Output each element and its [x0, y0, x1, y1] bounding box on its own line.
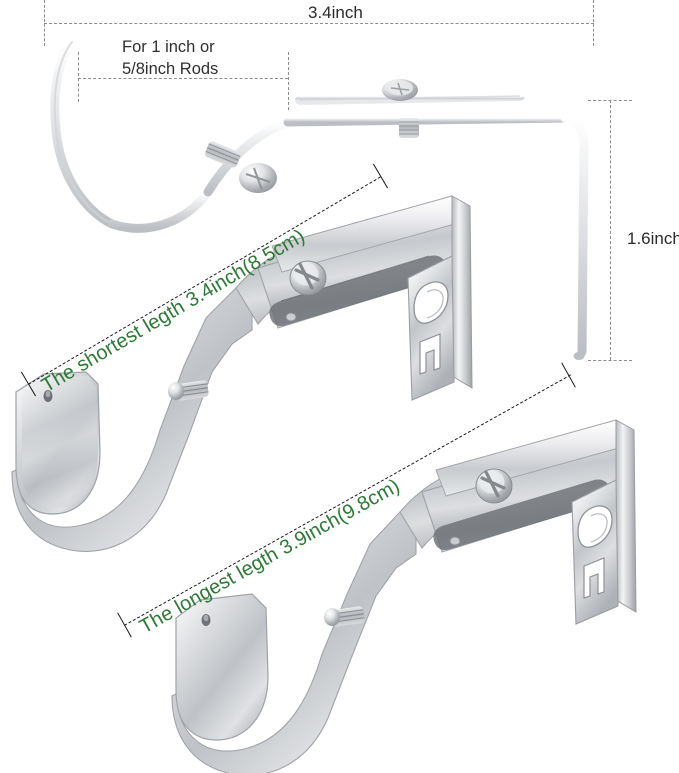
lower-adjust-screw	[475, 468, 513, 504]
right-height-top-tick	[588, 100, 632, 101]
top-width-right-tick	[593, 0, 594, 46]
upper-bracket	[11, 195, 473, 552]
rod-size-right-tick	[288, 52, 289, 110]
right-height-label: 1.6inch	[627, 229, 679, 248]
rod-size-label-line2: 5/8inch Rods	[122, 60, 219, 78]
right-height-bottom-tick	[588, 360, 632, 361]
ghost-outline-bracket	[50, 37, 589, 360]
outline-set-screw	[205, 141, 277, 193]
rod-size-dash-line	[78, 78, 288, 79]
lower-set-screw	[324, 606, 365, 627]
outline-threaded-stud	[399, 118, 419, 138]
right-height-dash-line	[610, 100, 611, 360]
top-width-dash-line	[44, 23, 594, 24]
upper-adjust-screw	[289, 260, 327, 296]
top-width-label: 3.4inch	[308, 3, 363, 22]
upper-set-screw	[168, 380, 209, 401]
outline-dome-screw	[382, 79, 418, 101]
lower-bracket	[171, 419, 637, 773]
rod-size-label-line1: For 1 inch or	[122, 38, 215, 56]
top-width-left-tick	[44, 0, 45, 46]
rod-size-left-tick	[78, 52, 79, 102]
